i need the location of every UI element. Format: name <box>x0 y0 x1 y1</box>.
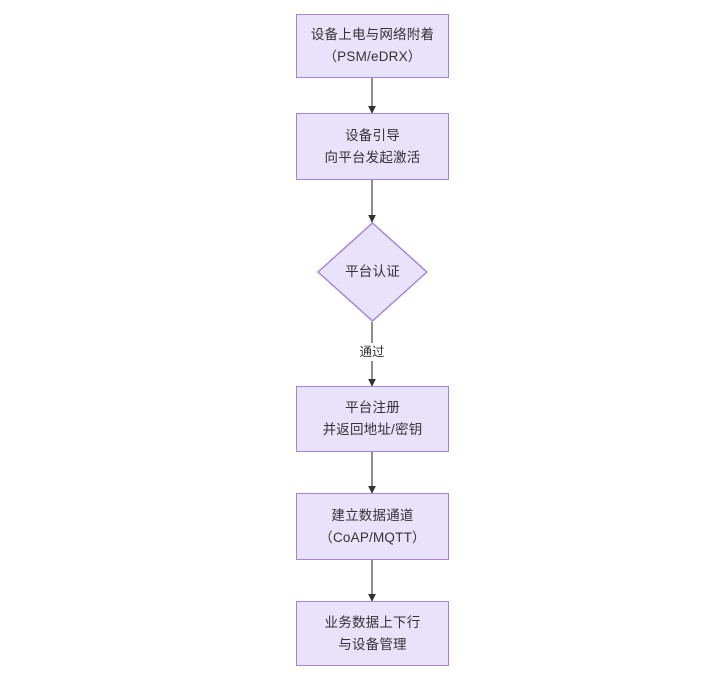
node-text-line: （CoAP/MQTT） <box>319 529 426 545</box>
decision-diamond-shape <box>317 222 428 322</box>
flow-node-n4[interactable]: 平台注册并返回地址/密钥 <box>296 386 449 452</box>
flow-node-n5[interactable]: 建立数据通道 （CoAP/MQTT） <box>296 493 449 560</box>
node-text-line: 平台认证 <box>345 264 400 279</box>
node-text-line: 建立数据通道 <box>331 507 414 523</box>
node-text-line: 并返回地址/密钥 <box>322 422 423 437</box>
node-text-line: 平台注册 <box>345 400 400 415</box>
node-text-line: 设备引导 <box>345 127 400 143</box>
node-text-line: 向平台发起激活 <box>324 149 421 165</box>
flow-node-n3[interactable]: 平台认证 <box>317 222 428 322</box>
node-text-line: （PSM/eDRX） <box>323 49 422 64</box>
node-text-line: 与设备管理 <box>338 636 407 652</box>
flow-node-n6[interactable]: 业务数据上下行与设备管理 <box>296 601 449 666</box>
flow-node-n2[interactable]: 设备引导向平台发起激活 <box>296 113 449 180</box>
edge-label: 通过 <box>356 343 388 361</box>
node-text-line: 设备上电与网络附着 <box>310 27 435 42</box>
node-text-line: 业务数据上下行 <box>324 614 421 630</box>
flow-node-n1[interactable]: 设备上电与网络附着 （PSM/eDRX） <box>296 14 449 78</box>
